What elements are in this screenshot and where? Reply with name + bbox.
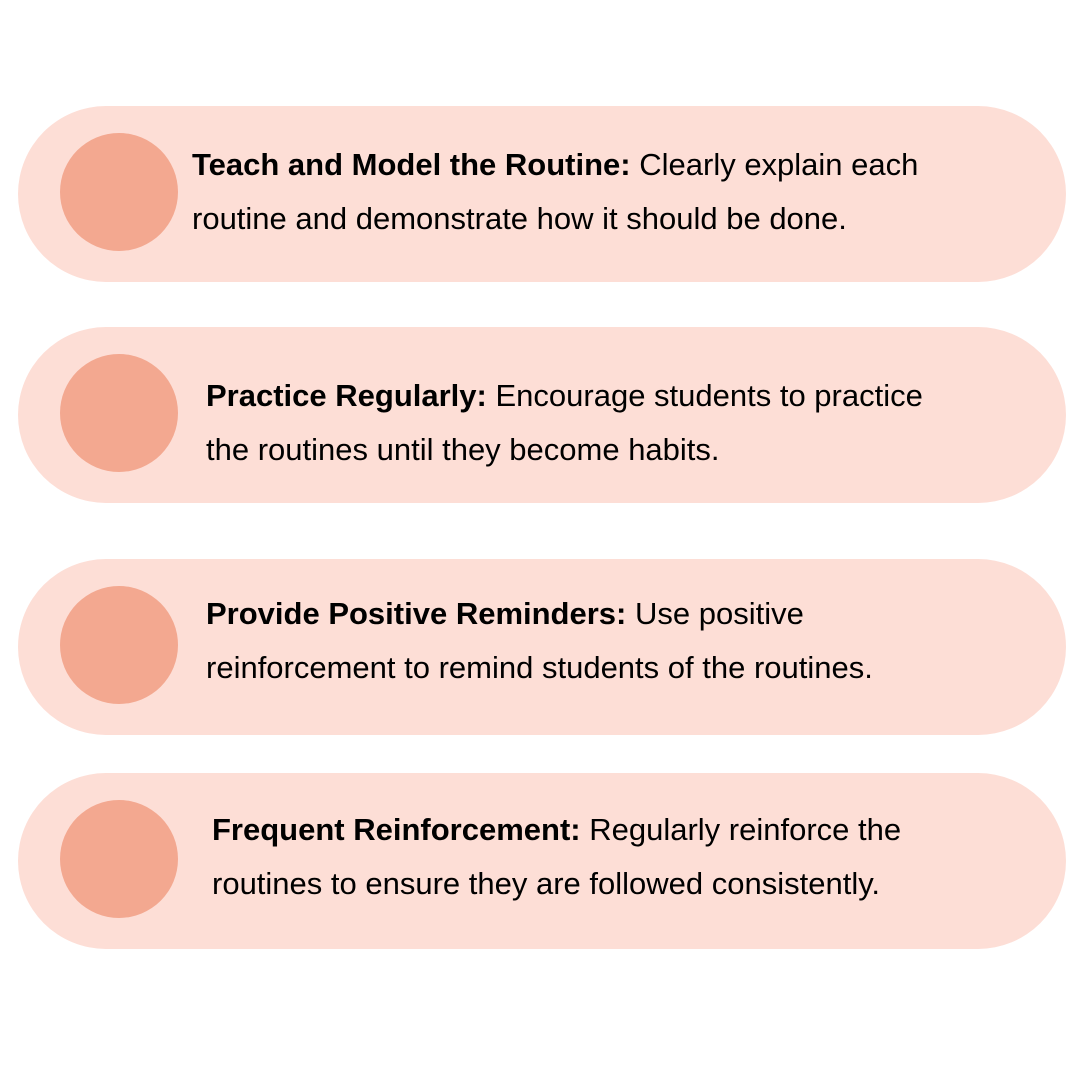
card-line2: routines to ensure they are followed con…: [212, 866, 881, 901]
routine-card-teach-model: Teach and Model the Routine: Clearly exp…: [18, 106, 1066, 282]
card-heading: Frequent Reinforcement:: [212, 812, 581, 847]
card-heading: Practice Regularly:: [206, 378, 487, 413]
card-heading: Provide Positive Reminders:: [206, 596, 627, 631]
card-line1: Regularly reinforce the: [589, 812, 902, 847]
card-text: Practice Regularly: Encourage students t…: [206, 369, 1026, 477]
routine-card-reminders: Provide Positive Reminders: Use positive…: [18, 559, 1066, 735]
card-text: Teach and Model the Routine: Clearly exp…: [192, 138, 1026, 246]
circle-marker: [60, 354, 178, 472]
routine-card-practice: Practice Regularly: Encourage students t…: [18, 327, 1066, 503]
card-line2: reinforcement to remind students of the …: [206, 650, 873, 685]
card-line2: routine and demonstrate how it should be…: [192, 201, 847, 236]
circle-marker: [60, 133, 178, 251]
card-heading: Teach and Model the Routine:: [192, 147, 631, 182]
card-text: Provide Positive Reminders: Use positive…: [206, 587, 1026, 695]
circle-marker: [60, 800, 178, 918]
card-line2: the routines until they become habits.: [206, 432, 720, 467]
card-line1: Encourage students to practice: [495, 378, 923, 413]
circle-marker: [60, 586, 178, 704]
routine-card-reinforcement: Frequent Reinforcement: Regularly reinfo…: [18, 773, 1066, 949]
card-text: Frequent Reinforcement: Regularly reinfo…: [212, 803, 1026, 911]
card-line1: Use positive: [635, 596, 804, 631]
card-line1: Clearly explain each: [639, 147, 919, 182]
